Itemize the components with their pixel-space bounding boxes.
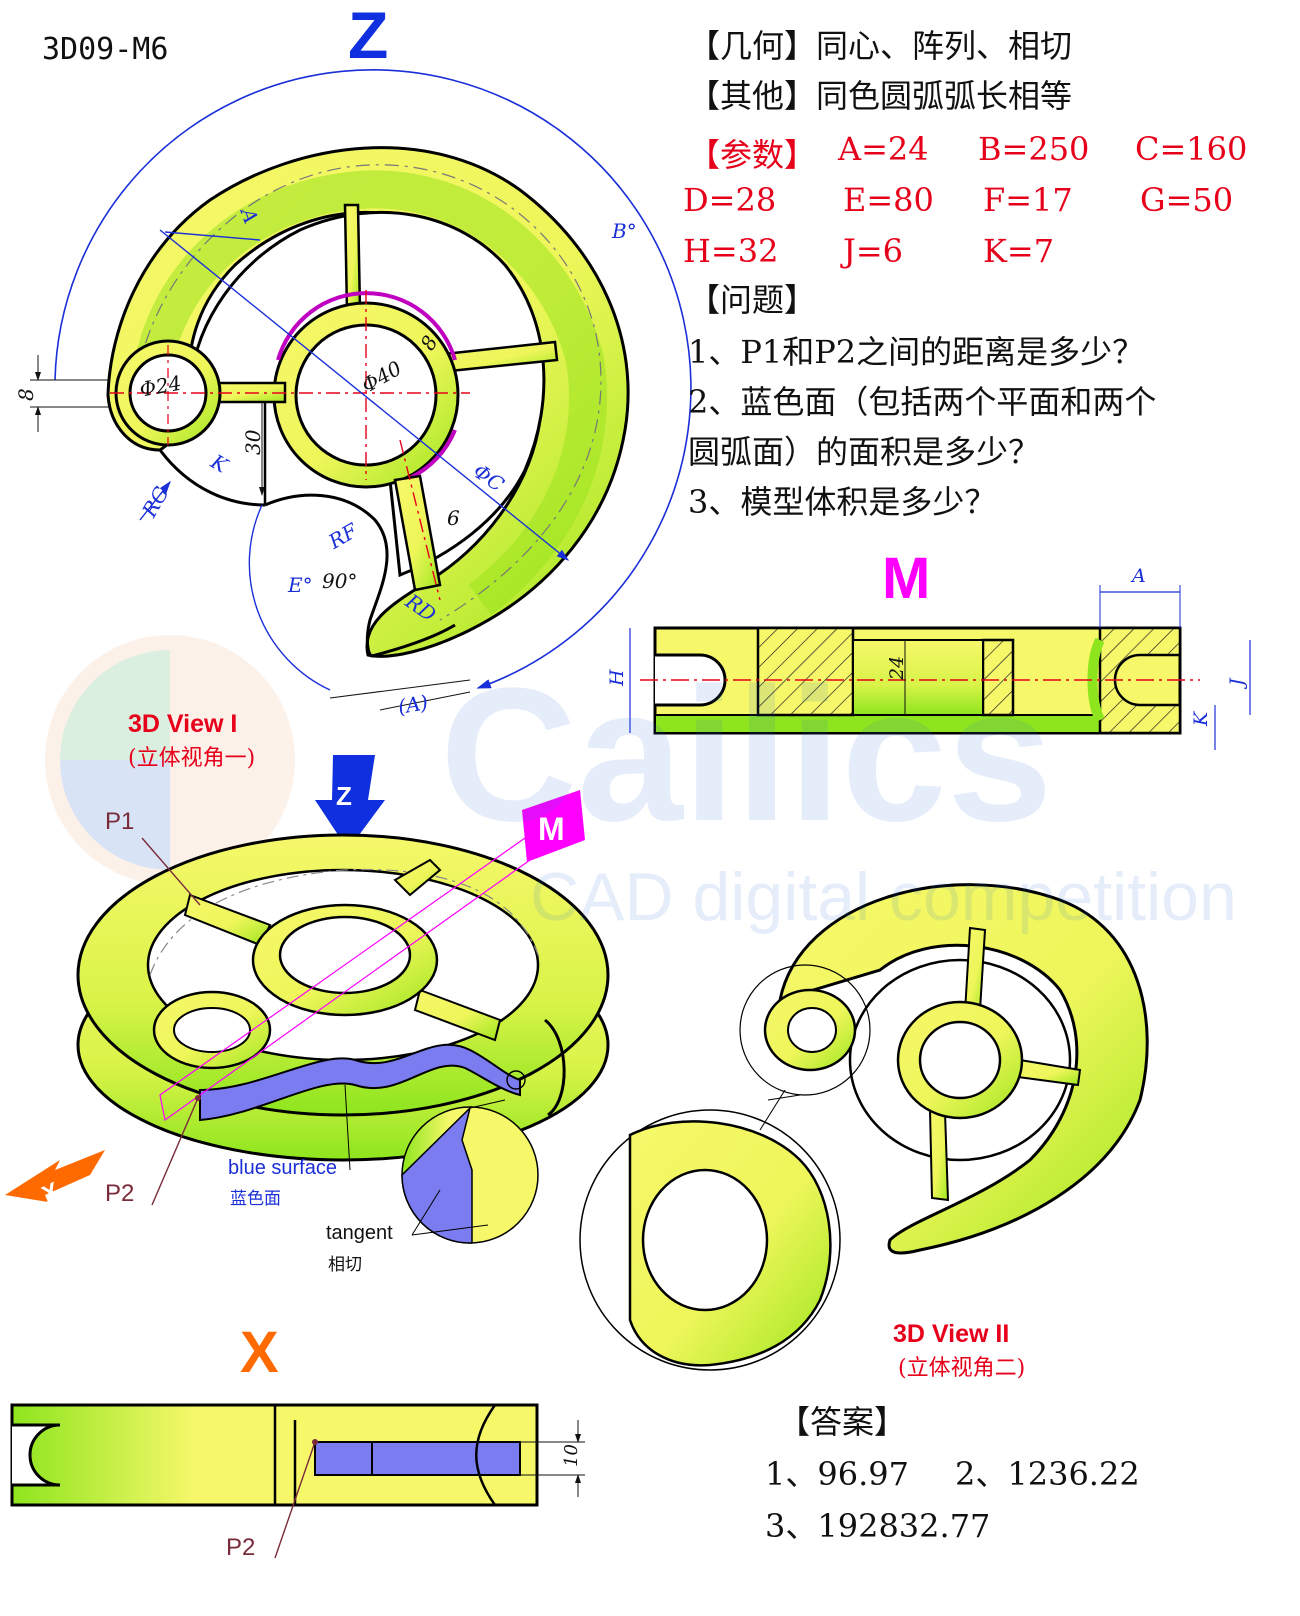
param-j: J=6 xyxy=(843,232,903,270)
dim-b: B° xyxy=(611,219,637,243)
dim-m-h: H xyxy=(606,669,628,687)
other-label: 【其他】 xyxy=(688,77,817,115)
dim-m-a: A xyxy=(1130,565,1146,587)
param-f: F=17 xyxy=(983,181,1073,219)
dim-rf: RF xyxy=(323,518,362,554)
dim-8-left: 8 xyxy=(14,388,38,401)
dim-90: 90° xyxy=(322,569,357,593)
question-2b: 圆弧面）的面积是多少？ xyxy=(688,433,1041,471)
answers-label: 【答案】 xyxy=(778,1403,907,1441)
answer-2: 2、1236.22 xyxy=(955,1455,1140,1493)
x-view-letter: X xyxy=(240,1320,279,1385)
geometry-line: 【几何】同心、阵列、相切 xyxy=(688,30,1072,62)
label-tangent: tangent xyxy=(326,1222,393,1244)
param-d: D=28 xyxy=(683,181,777,219)
watermark-sub: CAD digital competition xyxy=(530,859,1237,935)
x-view-drawing xyxy=(10,1403,585,1559)
param-e: E=80 xyxy=(843,181,934,219)
questions-label: 【问题】 xyxy=(688,281,817,319)
watermark-main: Cailics xyxy=(440,649,1053,861)
dim-6: 6 xyxy=(447,506,460,530)
3d-z-arrow-letter: Z xyxy=(336,781,352,811)
param-a: A=24 xyxy=(838,130,929,168)
view1-title: 3D View I xyxy=(128,710,238,738)
dim-e: E° xyxy=(287,573,313,597)
answer-3: 3、192832.77 xyxy=(765,1507,991,1545)
param-c: C=160 xyxy=(1135,130,1248,168)
view1-subtitle: (立体视角一) xyxy=(128,746,256,771)
param-k: K=7 xyxy=(983,232,1055,270)
label-tangent-cn: 相切 xyxy=(328,1255,362,1274)
question-1: 1、P1和P2之间的距离是多少？ xyxy=(688,333,1145,371)
dim-m-24: 24 xyxy=(886,656,908,681)
watermark xyxy=(45,635,295,885)
dim-m-j: J xyxy=(1226,677,1248,690)
z-view-letter: Z xyxy=(348,0,388,72)
label-blue-surface-cn: 蓝色面 xyxy=(230,1189,281,1208)
question-2a: 2、蓝色面（包括两个平面和两个 xyxy=(688,383,1157,421)
3d-m-flag-letter: M xyxy=(538,811,565,847)
geometry-text: 同心、阵列、相切 xyxy=(816,27,1073,65)
param-b: B=250 xyxy=(978,130,1090,168)
label-p1: P1 xyxy=(105,808,135,835)
geometry-label: 【几何】 xyxy=(688,27,817,65)
param-h: H=32 xyxy=(683,232,779,270)
question-3: 3、模型体积是多少？ xyxy=(688,483,997,521)
other-line: 【其他】同色圆弧弧长相等 xyxy=(688,80,1072,112)
3d-view-one-drawing xyxy=(5,755,610,1244)
dim-k: K xyxy=(206,449,233,478)
label-p2: P2 xyxy=(105,1180,135,1207)
dim-m-k: K xyxy=(1190,710,1212,727)
label-p2-x: P2 xyxy=(226,1534,256,1561)
other-text: 同色圆弧弧长相等 xyxy=(816,77,1073,115)
m-view-drawing xyxy=(629,585,1251,750)
3d-view-two-drawing xyxy=(579,883,1149,1371)
z-view-drawing xyxy=(30,69,692,711)
dim-30: 30 xyxy=(241,429,265,455)
params-label: 【参数】 xyxy=(688,136,817,174)
dim-x-10: 10 xyxy=(561,1444,582,1467)
dim-a-paren: (A) xyxy=(396,690,430,719)
model-code: 3D09-M6 xyxy=(42,32,169,67)
answer-1: 1、96.97 xyxy=(765,1455,909,1493)
param-g: G=50 xyxy=(1140,181,1234,219)
label-blue-surface: blue surface xyxy=(228,1157,337,1179)
m-view-letter: M xyxy=(882,546,930,611)
view2-subtitle: (立体视角二) xyxy=(898,1356,1026,1381)
view2-title: 3D View II xyxy=(893,1320,1010,1348)
